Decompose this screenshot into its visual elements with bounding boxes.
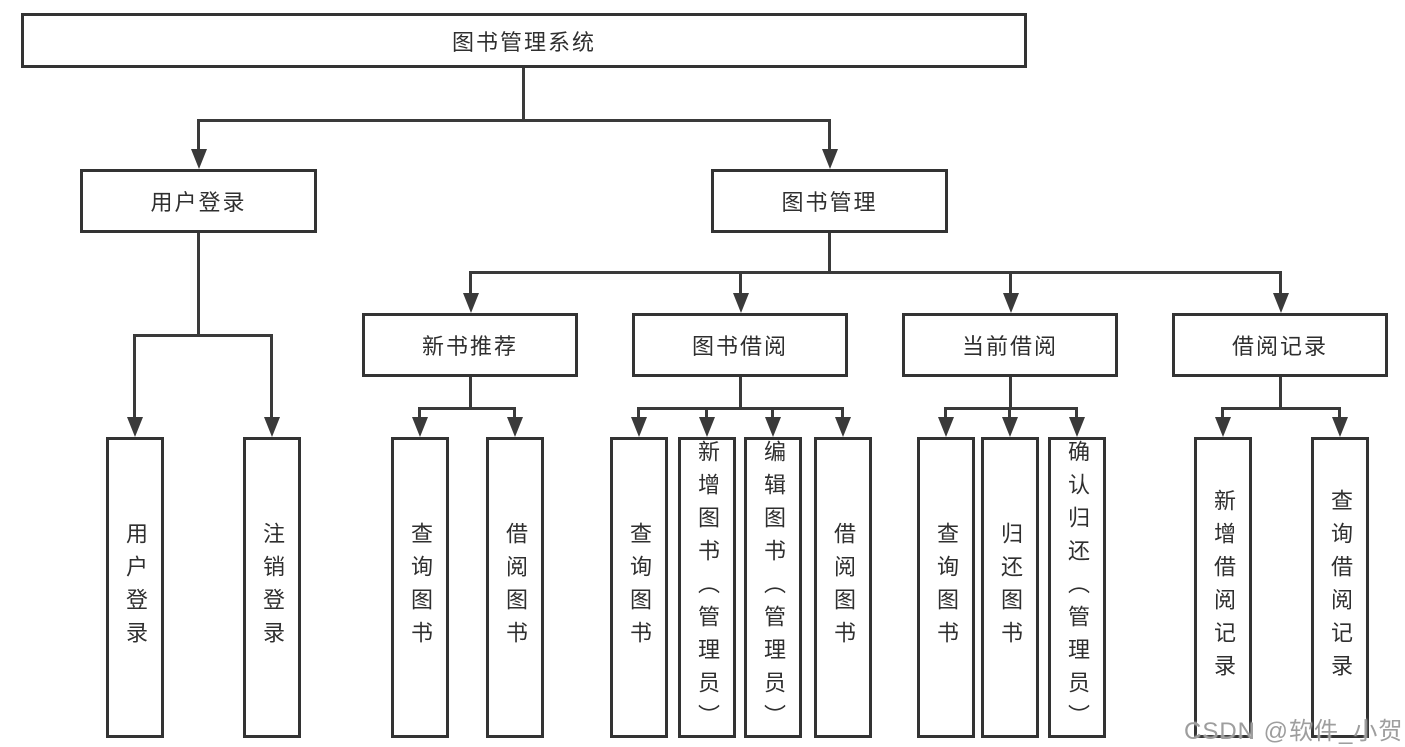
node-return-books: 归还图书 bbox=[981, 437, 1039, 738]
connector-segment bbox=[270, 335, 273, 421]
leaf-label: 查询图书 bbox=[408, 521, 433, 654]
arrow-down-icon bbox=[1214, 417, 1231, 437]
node-borrow-books-recommend: 借阅图书 bbox=[486, 437, 544, 738]
node-query-borrowing-record: 查询借阅记录 bbox=[1311, 437, 1369, 738]
arrow-down-icon bbox=[1002, 293, 1019, 313]
leaf-label: 借阅图书 bbox=[503, 521, 528, 654]
connector-segment bbox=[1075, 408, 1078, 421]
connector-segment bbox=[771, 408, 774, 421]
leaf-label: 查询借阅记录 bbox=[1328, 488, 1353, 687]
arrow-down-icon bbox=[764, 417, 781, 437]
connector-segment bbox=[828, 233, 831, 274]
node-query-books-current: 查询图书 bbox=[917, 437, 975, 738]
connector-segment bbox=[133, 333, 273, 337]
connector-segment bbox=[418, 406, 516, 410]
node-new-book-recommendation: 新书推荐 bbox=[362, 313, 578, 377]
arrow-down-icon bbox=[698, 417, 715, 437]
connector-segment bbox=[521, 68, 525, 121]
arrow-down-icon bbox=[190, 149, 207, 169]
leaf-label: 借阅图书 bbox=[831, 521, 856, 654]
arrow-down-icon bbox=[630, 417, 647, 437]
connector-segment bbox=[944, 408, 947, 421]
node-query-books-recommend: 查询图书 bbox=[391, 437, 449, 738]
connector-segment bbox=[739, 377, 742, 410]
node-book-management: 图书管理 bbox=[711, 169, 948, 233]
node-logout-leaf: 注销登录 bbox=[243, 437, 301, 738]
connector-segment bbox=[197, 120, 200, 153]
leaf-label: 编辑图书（管理员） bbox=[761, 440, 786, 737]
connector-segment bbox=[637, 406, 844, 410]
node-user-login: 用户登录 bbox=[80, 169, 317, 233]
node-confirm-return-admin: 确认归还（管理员） bbox=[1048, 437, 1106, 738]
connector-segment bbox=[1221, 406, 1341, 410]
arrow-down-icon bbox=[1001, 417, 1018, 437]
arrow-down-icon bbox=[937, 417, 954, 437]
node-borrowing-records: 借阅记录 bbox=[1172, 313, 1388, 377]
connector-segment bbox=[133, 335, 136, 421]
node-current-borrowing: 当前借阅 bbox=[902, 313, 1118, 377]
arrow-down-icon bbox=[834, 417, 851, 437]
arrow-down-icon bbox=[821, 149, 838, 169]
connector-segment bbox=[1008, 408, 1011, 421]
connector-segment bbox=[197, 233, 200, 337]
leaf-label: 归还图书 bbox=[998, 521, 1023, 654]
connector-segment bbox=[1009, 272, 1012, 297]
node-query-books-borrowing: 查询图书 bbox=[610, 437, 668, 738]
connector-segment bbox=[705, 408, 708, 421]
leaf-label: 查询图书 bbox=[934, 521, 959, 654]
node-add-books-admin: 新增图书（管理员） bbox=[678, 437, 736, 738]
connector-segment bbox=[841, 408, 844, 421]
arrow-down-icon bbox=[506, 417, 523, 437]
node-user-login-leaf: 用户登录 bbox=[106, 437, 164, 738]
arrow-down-icon bbox=[1331, 417, 1348, 437]
connector-segment bbox=[637, 408, 640, 421]
node-edit-books-admin: 编辑图书（管理员） bbox=[744, 437, 802, 738]
node-borrow-books: 借阅图书 bbox=[814, 437, 872, 738]
connector-segment bbox=[469, 377, 472, 410]
arrow-down-icon bbox=[263, 417, 280, 437]
arrow-down-icon bbox=[732, 293, 749, 313]
connector-segment bbox=[1338, 408, 1341, 421]
connector-segment bbox=[418, 408, 421, 421]
connector-segment bbox=[739, 272, 742, 297]
arrow-down-icon bbox=[411, 417, 428, 437]
connector-segment bbox=[828, 120, 831, 153]
connector-segment bbox=[1009, 377, 1012, 410]
leaf-label: 用户登录 bbox=[123, 521, 148, 654]
connector-segment bbox=[513, 408, 516, 421]
connector-segment bbox=[1279, 272, 1282, 297]
node-book-borrowing: 图书借阅 bbox=[632, 313, 848, 377]
connector-segment bbox=[469, 272, 472, 297]
connector-segment bbox=[1279, 377, 1282, 410]
leaf-label: 确认归还（管理员） bbox=[1065, 440, 1090, 737]
leaf-label: 新增借阅记录 bbox=[1211, 488, 1236, 687]
node-add-borrowing-record: 新增借阅记录 bbox=[1194, 437, 1252, 738]
arrow-down-icon bbox=[1272, 293, 1289, 313]
leaf-label: 查询图书 bbox=[627, 521, 652, 654]
connector-segment bbox=[469, 270, 1282, 274]
leaf-label: 注销登录 bbox=[260, 521, 285, 654]
node-library-management-system: 图书管理系统 bbox=[21, 13, 1027, 68]
connector-segment bbox=[944, 406, 1078, 410]
connector-segment bbox=[1221, 408, 1224, 421]
watermark: CSDN @软件_小贺同学 bbox=[1184, 718, 1405, 745]
connector-segment bbox=[197, 118, 831, 122]
arrow-down-icon bbox=[462, 293, 479, 313]
arrow-down-icon bbox=[1068, 417, 1085, 437]
arrow-down-icon bbox=[126, 417, 143, 437]
leaf-label: 新增图书（管理员） bbox=[695, 440, 720, 737]
